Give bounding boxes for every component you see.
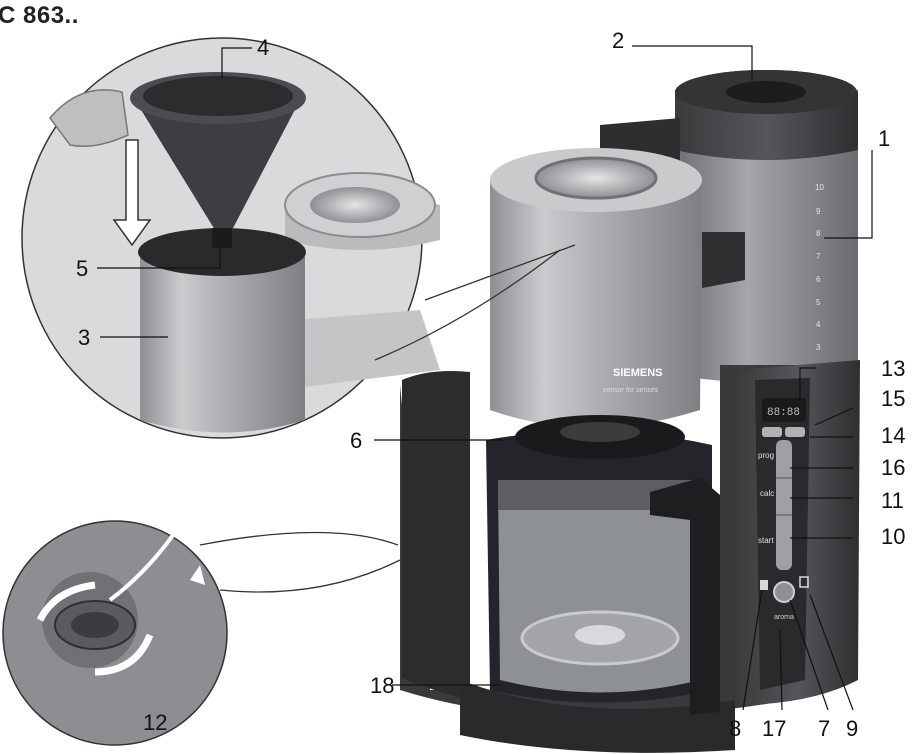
callout-16: 16 (881, 455, 906, 480)
svg-text:7: 7 (816, 252, 821, 261)
svg-text:5: 5 (816, 298, 821, 307)
water-tank: 10 9 8 7 6 5 4 3 (675, 70, 858, 382)
brand-logo: SIEMENS (613, 367, 663, 379)
callout-5: 5 (76, 256, 89, 281)
small-cup-icon (760, 580, 768, 590)
callout-18: 18 (370, 673, 395, 698)
callout-17: 17 (762, 716, 787, 741)
leader-lines (97, 45, 873, 711)
aroma-button[interactable] (773, 581, 795, 603)
callout-3: 3 (78, 325, 91, 350)
svg-text:6: 6 (816, 275, 821, 284)
button-strip (776, 440, 792, 570)
callout-12: 12 (143, 710, 168, 735)
water-level-scale: 10 9 8 7 6 5 4 3 (815, 183, 824, 352)
callout-7: 7 (818, 716, 831, 741)
svg-text:10: 10 (815, 183, 824, 192)
start-label: start (758, 536, 774, 545)
callout-2: 2 (612, 28, 625, 53)
minute-button[interactable] (785, 427, 805, 437)
filter-detail-inset (21, 37, 440, 439)
brand-tagline: sensor for senses (603, 387, 659, 394)
callout-15: 15 (881, 386, 906, 411)
callout-9: 9 (846, 716, 859, 741)
callout-1: 1 (878, 126, 891, 151)
svg-text:3: 3 (816, 343, 821, 352)
callout-6: 6 (350, 428, 363, 453)
inset-connectors (199, 244, 576, 593)
aroma-label: aroma (774, 614, 794, 621)
large-cup-icon (799, 576, 809, 588)
callout-4: 4 (257, 35, 270, 60)
filter-holder: SIEMENS sensor for senses (490, 148, 745, 428)
svg-text:4: 4 (816, 320, 821, 329)
control-panel: 88:88 prog calc start aroma (758, 398, 809, 621)
time-display: 88:88 (767, 407, 800, 419)
callout-8: 8 (729, 716, 742, 741)
svg-text:9: 9 (816, 207, 821, 216)
callout-11: 11 (881, 488, 904, 513)
hour-button[interactable] (762, 427, 782, 437)
anti-drip-detail-inset (2, 520, 228, 746)
carafe (486, 415, 720, 715)
callout-14: 14 (881, 423, 906, 448)
calc-label: calc (760, 489, 774, 498)
svg-text:8: 8 (816, 229, 821, 238)
callout-10: 10 (881, 524, 906, 549)
coffee-machine: 10 9 8 7 6 5 4 3 88:88 (400, 70, 860, 753)
callout-13: 13 (881, 356, 906, 381)
model-title: C 863.. (0, 2, 79, 29)
prog-label: prog (758, 451, 774, 460)
